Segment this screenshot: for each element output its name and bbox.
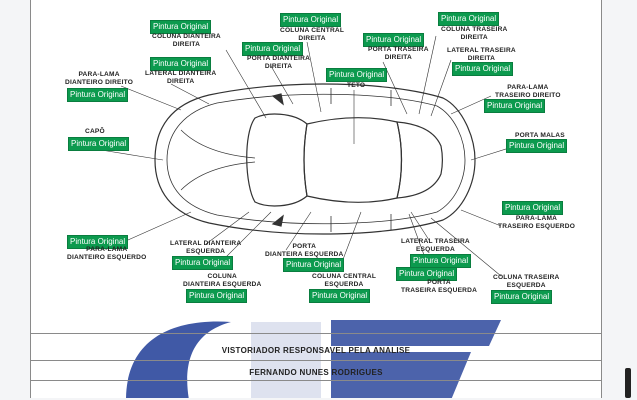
badge-capo: Pintura Original — [68, 137, 130, 151]
badge-lateral-dianteira-esquerda: Pintura Original — [172, 256, 234, 270]
badge-lateral-traseira-direita: Pintura Original — [452, 62, 514, 76]
badge-coluna-traseira-esquerda: Pintura Original — [491, 290, 553, 304]
badge-teto: Pintura Original — [326, 68, 388, 82]
scrollbar-handle[interactable] — [625, 368, 631, 398]
badge-paralama-dianteiro-esquerdo: Pintura Original — [67, 235, 129, 249]
label-porta-malas: PORTA MALAS — [515, 132, 565, 139]
inspection-sheet: Pintura Original Pintura Original Pintur… — [30, 0, 602, 398]
label-capo: CAPÔ — [85, 128, 105, 135]
badge-coluna-central-esquerda: Pintura Original — [309, 289, 371, 303]
badge-paralama-dianteiro-direito: Pintura Original — [67, 88, 129, 102]
label-teto: TETO — [347, 82, 366, 89]
inspector-name: FERNANDO NUNES RODRIGUES — [249, 368, 383, 377]
badge-lateral-traseira-esquerda: Pintura Original — [410, 254, 472, 268]
badge-paralama-traseiro-esquerdo: Pintura Original — [502, 201, 564, 215]
badge-coluna-dianteira-direita: Pintura Original — [150, 20, 212, 34]
badge-porta-malas: Pintura Original — [506, 139, 568, 153]
divider-middle — [31, 360, 601, 361]
badge-coluna-central-direita: Pintura Original — [280, 13, 342, 27]
car-top-view-diagram — [100, 35, 510, 277]
badge-coluna-dianteira-esquerda: Pintura Original — [186, 289, 248, 303]
badge-lateral-dianteira-direita: Pintura Original — [150, 57, 212, 71]
badge-porta-dianteira-direita: Pintura Original — [242, 42, 304, 56]
badge-paralama-traseiro-direito: Pintura Original — [484, 99, 546, 113]
divider-bottom — [31, 380, 601, 381]
badge-porta-dianteira-esquerda: Pintura Original — [283, 258, 345, 272]
divider-top — [31, 333, 601, 334]
inspector-title: VISTORIADOR RESPONSAVEL PELA ANALISE — [221, 346, 411, 355]
badge-porta-traseira-direita: Pintura Original — [363, 33, 425, 47]
badge-coluna-traseira-direita: Pintura Original — [438, 12, 500, 26]
